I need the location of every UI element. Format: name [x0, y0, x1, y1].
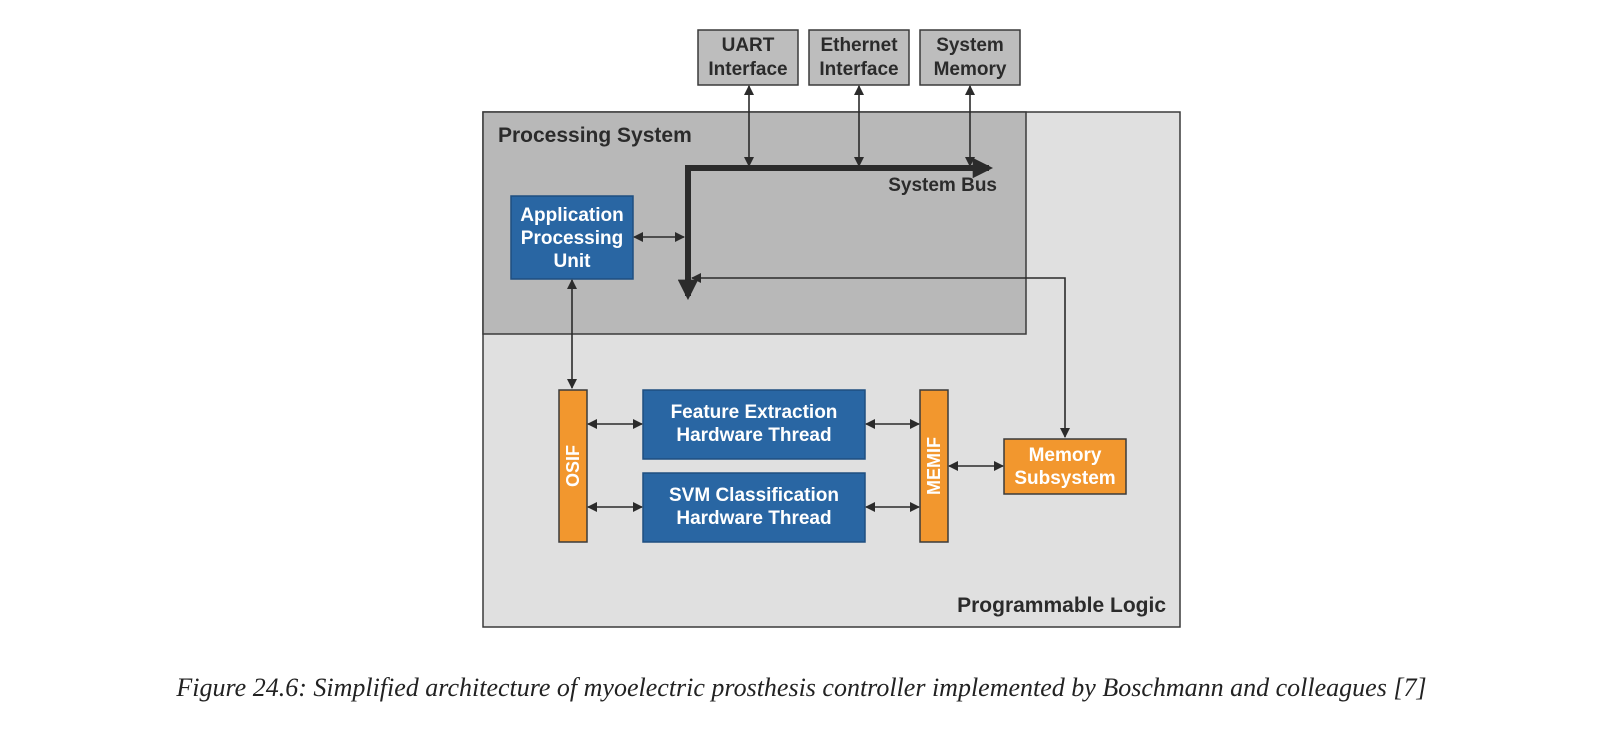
architecture-diagram: Programmable Logic Processing System UAR… [482, 29, 1181, 628]
system-memory-box: System Memory [919, 29, 1021, 86]
osif-label: OSIF [563, 445, 583, 487]
processing-system-label: Processing System [498, 124, 692, 147]
system-memory-line-2: Memory [934, 59, 1007, 80]
feature-line-1: Feature Extraction [671, 402, 838, 423]
feature-line-2: Hardware Thread [676, 425, 831, 446]
feature-extraction-thread-box: Feature Extraction Hardware Thread [642, 389, 866, 460]
memif-box: MEMIF [919, 389, 949, 543]
memif-label: MEMIF [924, 437, 944, 495]
svm-classification-thread-box: SVM Classification Hardware Thread [642, 472, 866, 543]
figure-caption: Figure 24.6: Simplified architecture of … [176, 673, 1427, 702]
ethernet-interface-box: Ethernet Interface [808, 29, 910, 86]
ethernet-line-2: Interface [819, 59, 898, 80]
uart-interface-box: UART Interface [697, 29, 799, 86]
uart-line-1: UART [722, 35, 775, 56]
programmable-logic-label: Programmable Logic [957, 594, 1166, 617]
memory-subsystem-line-2: Subsystem [1014, 468, 1115, 489]
apu-line-3: Unit [554, 251, 592, 272]
system-memory-line-1: System [936, 35, 1004, 56]
svm-line-2: Hardware Thread [676, 508, 831, 529]
memory-subsystem-bus-connector [691, 273, 1070, 438]
osif-box: OSIF [558, 389, 588, 543]
memory-subsystem-box: Memory Subsystem [1003, 438, 1127, 495]
svm-line-1: SVM Classification [669, 485, 839, 506]
memory-subsystem-line-1: Memory [1029, 445, 1102, 466]
ethernet-line-1: Ethernet [820, 35, 898, 56]
system-bus-label: System Bus [888, 175, 997, 196]
uart-line-2: Interface [708, 59, 787, 80]
apu-line-2: Processing [521, 228, 623, 249]
apu-line-1: Application [520, 205, 623, 226]
application-processing-unit-box: Application Processing Unit [510, 195, 634, 280]
